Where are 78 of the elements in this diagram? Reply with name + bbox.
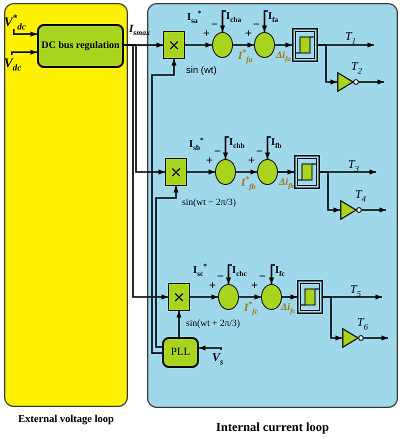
edge-label: sin(wt − 2π/3) xyxy=(182,197,236,209)
arrow xyxy=(323,296,342,341)
sign-label: − xyxy=(211,18,218,30)
panel-title: External voltage loop xyxy=(18,413,114,426)
arrow xyxy=(222,136,229,159)
arrow xyxy=(220,10,226,32)
arrow xyxy=(362,207,386,213)
arrow xyxy=(268,264,275,284)
sign-label: − xyxy=(217,270,224,282)
hysteresis-block xyxy=(297,280,323,314)
sign-label: − xyxy=(259,270,266,282)
process-box: DC bus regulation xyxy=(37,24,124,68)
summing-junction xyxy=(215,159,236,185)
arrow xyxy=(124,44,168,300)
sign-label: + xyxy=(245,27,252,39)
edge-label: T$_{4}$ xyxy=(355,187,366,201)
sign-label: + xyxy=(248,154,255,166)
edge-label: Δi$_{fa}$ xyxy=(276,50,291,62)
summing-junction xyxy=(257,159,278,185)
arrow xyxy=(320,171,340,213)
signal-label: V$_{s}$ xyxy=(212,350,224,364)
edge-label: Δi$_{fb}$ xyxy=(279,177,294,189)
summing-junction xyxy=(218,284,239,310)
arrow xyxy=(151,59,177,354)
sign-label: − xyxy=(253,18,260,30)
arrow xyxy=(176,311,182,337)
not-gate xyxy=(340,200,362,220)
arrow xyxy=(190,294,218,300)
arrow xyxy=(282,294,297,300)
edge-label: T$_{2}$ xyxy=(351,59,362,73)
signal-label: I$_{fa}$ xyxy=(268,11,278,23)
multiplier-block: × xyxy=(165,158,187,186)
summing-junction xyxy=(254,32,275,58)
arrow xyxy=(155,186,179,348)
panel-title: Internal current loop xyxy=(216,420,329,435)
edge-label: T$_{3}$ xyxy=(348,157,359,171)
multiplier-block: × xyxy=(168,283,190,311)
arrow xyxy=(236,169,257,175)
arrow xyxy=(233,42,254,48)
arrow xyxy=(275,42,292,48)
summing-junction xyxy=(261,284,282,310)
sign-label: + xyxy=(206,154,213,166)
arrow xyxy=(199,345,222,351)
arrow xyxy=(364,335,388,341)
signal-label: I$_{chc}$ xyxy=(232,265,247,277)
edge-label: Δi$_{fc}$ xyxy=(281,302,296,314)
arrow xyxy=(13,29,37,37)
process-box: PLL xyxy=(162,337,199,368)
signal-label: I$_{fc}$ xyxy=(275,265,285,277)
edge-label: T$_{5}$ xyxy=(350,282,361,296)
arrow xyxy=(185,42,212,48)
sign-label: + xyxy=(251,279,258,291)
arrow xyxy=(318,44,337,85)
edge-label: T$_{1}$ xyxy=(345,29,356,43)
hysteresis-block xyxy=(292,28,318,62)
hysteresis-block xyxy=(294,155,320,189)
arrow xyxy=(262,10,268,32)
multiplier-block: × xyxy=(163,31,185,59)
signal-label: I$_{fb}$ xyxy=(271,137,282,149)
arrow xyxy=(278,169,294,175)
arrow xyxy=(187,169,215,175)
arrow xyxy=(226,264,232,284)
summing-junction xyxy=(212,32,233,58)
not-gate xyxy=(337,72,359,92)
edge-label: sin(wt + 2π/3) xyxy=(186,318,240,330)
sign-label: + xyxy=(209,279,216,291)
edge-label: T$_{6}$ xyxy=(357,315,368,329)
arrow xyxy=(359,79,384,85)
edge-label: sin (wt) xyxy=(186,65,217,77)
signal-label: I$_{cha}$ xyxy=(226,11,242,23)
arrow xyxy=(239,294,261,300)
sign-label: − xyxy=(214,145,221,157)
not-gate xyxy=(342,328,364,348)
arrow xyxy=(264,136,271,159)
signal-label: I$_{chb}$ xyxy=(229,137,245,149)
arrow xyxy=(11,50,37,55)
sign-label: + xyxy=(203,27,210,39)
sign-label: − xyxy=(256,145,263,157)
